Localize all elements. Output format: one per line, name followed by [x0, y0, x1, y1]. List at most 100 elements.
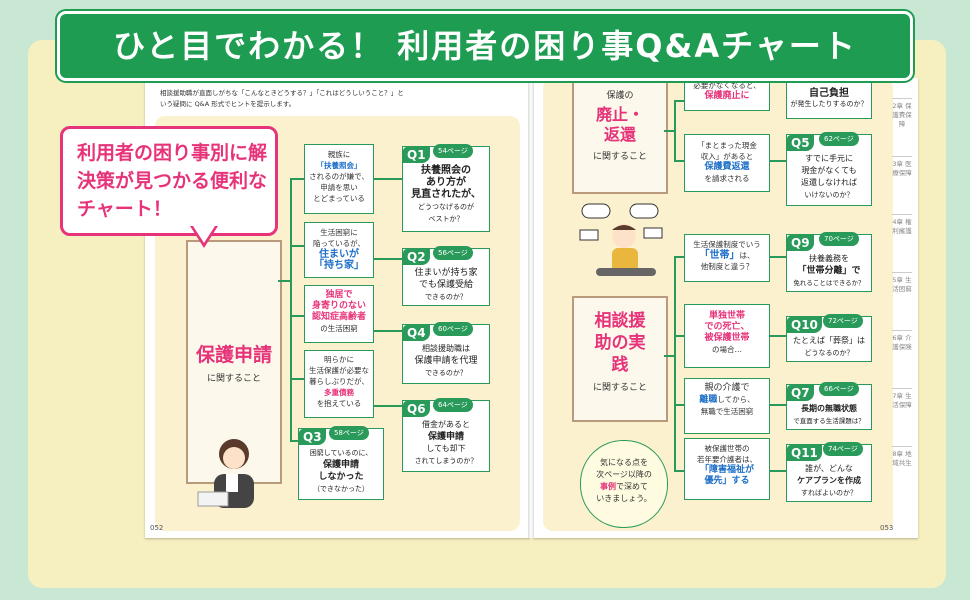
- next-page-note: 気になる点を 次ページ以降の 事例で深めて いきましょう。: [580, 440, 668, 528]
- page-ref: 66ページ: [819, 382, 859, 396]
- situation-line: 明らかに: [324, 355, 354, 364]
- category-sub-label: に関すること: [592, 383, 647, 393]
- title-banner: ひと目でわかる！ 利用者の困り事Q&Aチャート: [60, 14, 910, 78]
- connector: [372, 258, 402, 260]
- question-number: Q6: [403, 401, 430, 417]
- chapter-tab[interactable]: 4章 権利擁護: [892, 214, 912, 268]
- situation-line: を請求される: [704, 174, 750, 183]
- connector: [674, 256, 684, 258]
- situation-line: 無職で生活困窮: [700, 407, 754, 416]
- situation-box: 親の介護で 離職してから、 無職で生活困窮: [684, 378, 770, 434]
- question-line: 「世帯分離」で: [797, 266, 861, 276]
- question-card-top[interactable]: 自己負担 が発生したりするのか？: [786, 78, 872, 119]
- question-line: たとえば「葬祭」は: [793, 336, 865, 345]
- question-text: 住まいが持ち家 でも保護受給 できるのか？: [407, 267, 485, 303]
- question-line: （できなかった）: [313, 485, 369, 493]
- situation-line: 「障害福祉が: [699, 465, 754, 475]
- question-number: Q3: [299, 429, 326, 445]
- situation-line: 申請を思い: [320, 183, 358, 192]
- chapter-tab[interactable]: 5章 生活困窮: [892, 272, 912, 326]
- connector: [674, 160, 684, 162]
- question-text: 借金があると 保護申請 しても却下 されてしまうのか？: [407, 419, 485, 467]
- question-number: Q5: [787, 135, 814, 151]
- connector: [290, 378, 304, 380]
- situation-line: 単独世帯: [708, 311, 745, 321]
- chapter-tab[interactable]: 2章 保護費保障: [892, 98, 912, 152]
- question-line: されてしまうのか？: [414, 457, 478, 465]
- page-ref: 74ページ: [823, 442, 863, 456]
- situation-box: 独居で 身寄りのない 認知症高齢者 の生活困窮: [304, 285, 374, 343]
- question-card-q3[interactable]: Q3 58ページ 困窮しているのに、 保護申請 しなかった （できなかった）: [298, 426, 384, 500]
- situation-line: されるのが嫌で、: [309, 172, 369, 181]
- question-line: できるのか？: [425, 293, 467, 301]
- situation-line: 優先」する: [704, 476, 750, 486]
- chapter-tab[interactable]: 6章 介護保険: [892, 330, 912, 384]
- question-number: Q2: [403, 249, 430, 265]
- situation-line: 被保護世帯の: [704, 444, 750, 453]
- situation-line: 他制度と違う？: [700, 262, 754, 271]
- connector: [664, 355, 674, 357]
- question-text: 扶養義務を 「世帯分離」で 免れることはできるか？: [791, 253, 867, 289]
- category-soudan-enjo: 相談援助の実践 に関すること: [572, 296, 668, 422]
- connector: [768, 160, 786, 162]
- situation-box: 生活保護制度でいう 「世帯」は、 他制度と違う？: [684, 234, 770, 282]
- question-line: いけないのか？: [804, 191, 854, 199]
- question-number: Q11: [787, 445, 822, 461]
- situation-line: 収入」があると: [700, 152, 754, 161]
- category-main-label: 相談援助の実践: [594, 311, 646, 375]
- question-line: 長期の無職状態: [801, 404, 857, 413]
- question-line: できるのか？: [425, 369, 467, 377]
- question-card-q9[interactable]: Q9 70ページ 扶養義務を 「世帯分離」で 免れることはできるか？: [786, 232, 872, 292]
- chapter-tab[interactable]: 3章 医療保障: [892, 156, 912, 210]
- question-number: Q1: [403, 147, 430, 163]
- connector: [768, 470, 786, 472]
- connector: [768, 335, 786, 337]
- connector: [372, 330, 402, 332]
- question-text: 誰が、どんな ケアプランを作成 すればよいのか？: [791, 463, 867, 499]
- question-line: 相談援助職は: [422, 344, 470, 353]
- situation-line: での死亡、: [704, 322, 750, 332]
- category-hogo-shinsei: 保護申請 に関すること: [186, 240, 282, 484]
- question-card-q1[interactable]: Q1 54ページ 扶養照会の あり方が 見直されたが、 どうつなげるのが ベスト…: [402, 144, 490, 232]
- page-title: ひと目でわかる！ 利用者の困り事Q&Aチャート: [113, 27, 857, 65]
- question-card-q11[interactable]: Q11 74ページ 誰が、どんな ケアプランを作成 すればよいのか？: [786, 442, 872, 502]
- connector: [768, 256, 786, 258]
- situation-line: 暮らしぶりだが、: [309, 377, 369, 386]
- situation-line: 若年要介護者は、: [697, 455, 757, 464]
- question-card-q5[interactable]: Q5 62ページ すでに手元に 現金がなくても 返還しなければ いけないのか？: [786, 132, 872, 206]
- page-ref: 64ページ: [433, 398, 473, 412]
- situation-line: 認知症高齢者: [311, 312, 366, 322]
- question-line: すでに手元に: [804, 154, 854, 163]
- connector: [290, 178, 304, 180]
- situation-box: 必要がなくなると、 保護廃止に: [684, 78, 770, 111]
- page-ref: 72ページ: [823, 314, 863, 328]
- question-line: すればよいのか？: [801, 489, 857, 497]
- situation-line: 必要がなくなると、: [693, 81, 761, 90]
- category-sub-label: に関すること: [206, 374, 261, 384]
- chapter-tab[interactable]: 7章 生活保障: [892, 388, 912, 442]
- callout-text: 利用者の困り事別に解決策が見つかる便利なチャート！: [77, 142, 268, 220]
- page-ref: 70ページ: [819, 232, 859, 246]
- question-number: Q7: [787, 385, 814, 401]
- question-card-q7[interactable]: Q7 66ページ 長期の無職状態 で直面する生活課題は？: [786, 382, 872, 430]
- situation-line: 生活保護が必要な: [309, 366, 369, 375]
- connector: [290, 178, 292, 440]
- question-card-q10[interactable]: Q10 72ページ たとえば「葬祭」は どうなるのか？: [786, 314, 872, 362]
- question-line: 誰が、どんな: [805, 464, 853, 473]
- question-number: Q10: [787, 317, 822, 333]
- situation-line: 「持ち家」: [314, 260, 364, 271]
- question-card-q4[interactable]: Q4 60ページ 相談援助職は 保護申請を代理 できるのか？: [402, 322, 490, 384]
- question-line: 自己負担: [809, 88, 849, 99]
- woman-illustration-icon: [197, 439, 254, 508]
- situation-line: 独居で: [325, 290, 353, 300]
- note-word: 事例: [600, 482, 616, 491]
- situation-box: 生活困窮に 陥っているが、 住まいが 「持ち家」: [304, 222, 374, 278]
- chapter-tab[interactable]: 8章 地域共生: [892, 446, 912, 500]
- connector: [664, 130, 674, 132]
- question-card-q6[interactable]: Q6 64ページ 借金があると 保護申請 しても却下 されてしまうのか？: [402, 398, 490, 472]
- question-line: 借金があると: [422, 420, 470, 429]
- situation-line: 「扶養照会」: [316, 161, 362, 170]
- question-card-q2[interactable]: Q2 56ページ 住まいが持ち家 でも保護受給 できるのか？: [402, 246, 490, 306]
- page-ref: 60ページ: [433, 322, 473, 336]
- category-sub-label: に関すること: [592, 152, 647, 162]
